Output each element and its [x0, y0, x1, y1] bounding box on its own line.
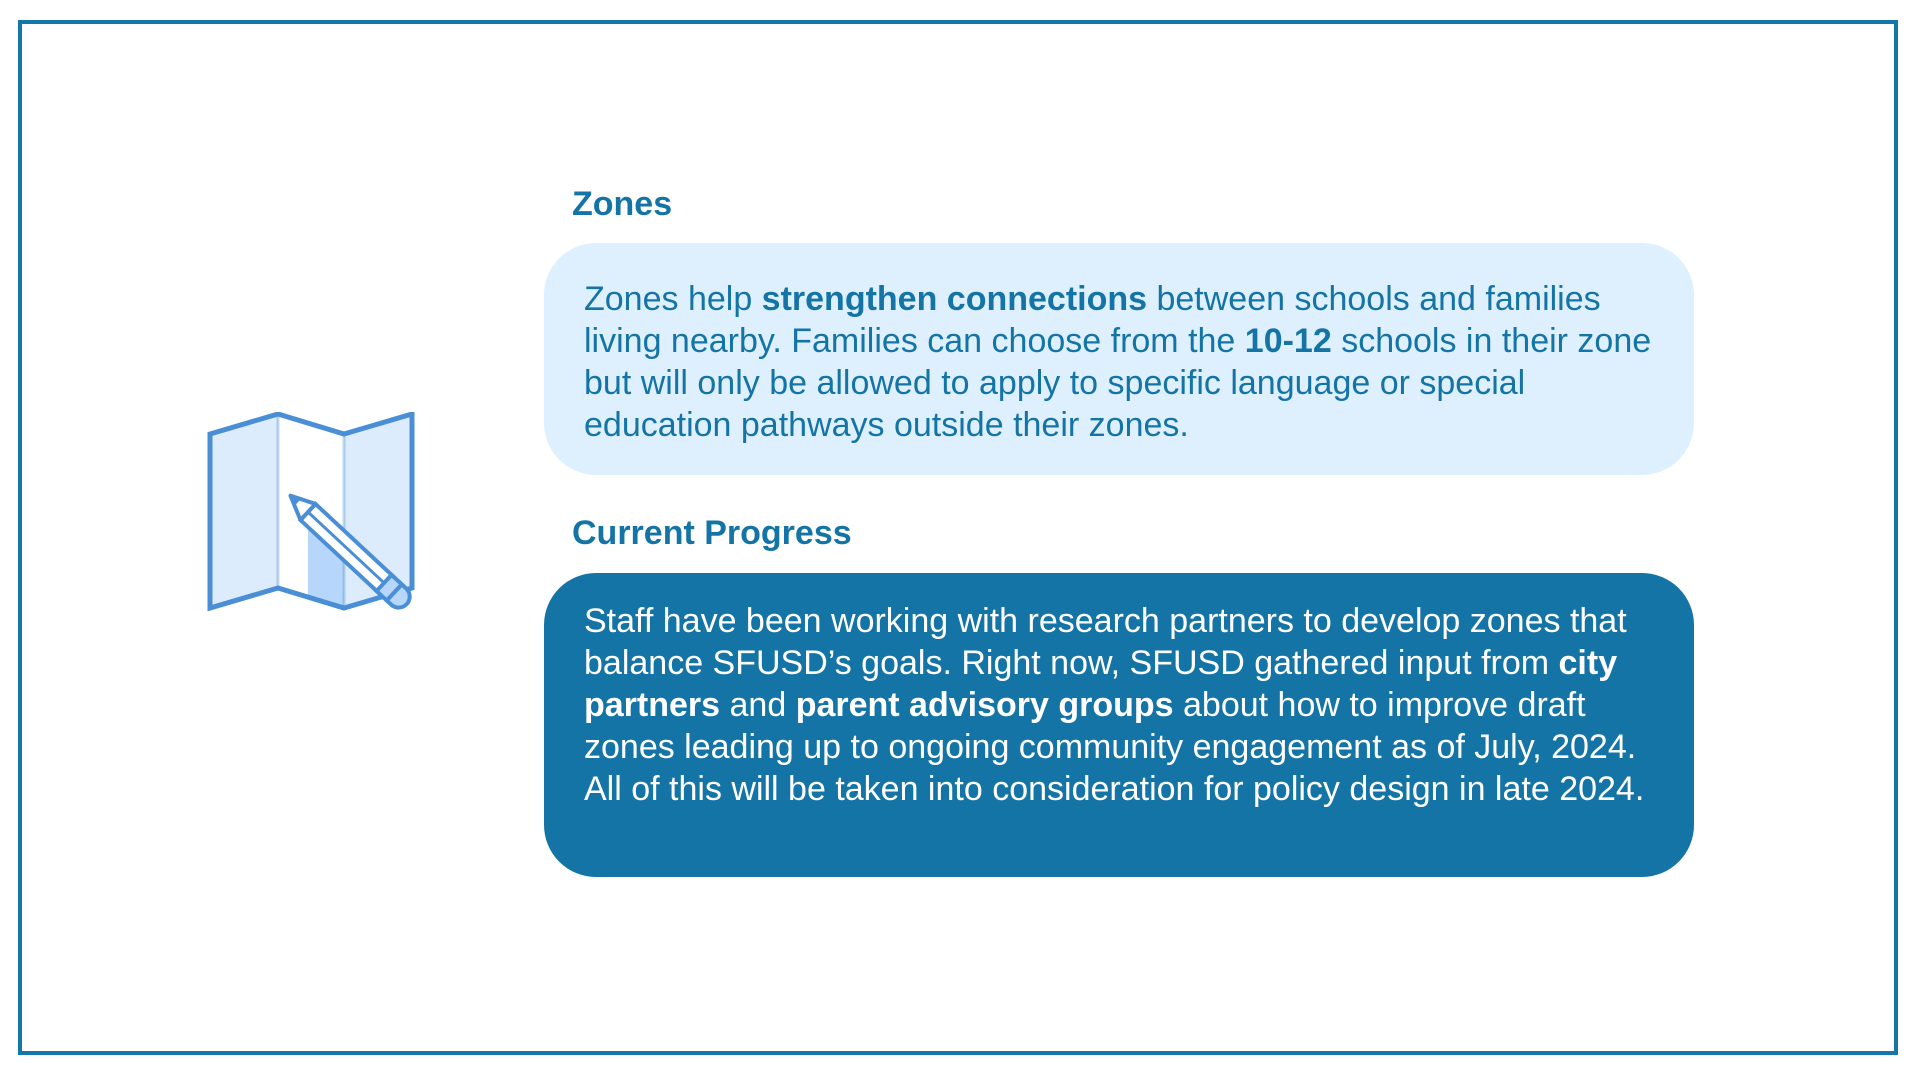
zones-text-2: between schools and families living near…	[584, 280, 1601, 360]
progress-text-3: about how to improve draft zones leading…	[584, 686, 1645, 808]
zones-heading: Zones	[572, 185, 673, 223]
zones-card: Zones help strengthen connections betwee…	[544, 243, 1694, 475]
current-progress-card: Staff have been working with research pa…	[544, 573, 1694, 877]
zones-text-1: Zones help	[584, 280, 762, 318]
progress-text-1: Staff have been working with research pa…	[584, 602, 1627, 682]
progress-description: Staff have been working with research pa…	[584, 600, 1654, 810]
map-with-pencil-icon	[207, 412, 415, 612]
current-progress-heading: Current Progress	[572, 514, 852, 552]
map-outline	[207, 412, 415, 612]
zones-text-3: schools in their zone but will only be a…	[584, 322, 1652, 444]
progress-emphasis-city-partners: city partners	[584, 644, 1618, 724]
pencil	[288, 493, 412, 610]
zones-emphasis-connections: strengthen connections	[761, 280, 1148, 318]
zones-description: Zones help strengthen connections betwee…	[584, 278, 1654, 446]
map-left-panel	[210, 414, 278, 608]
progress-emphasis-parent-groups: parent advisory groups	[795, 686, 1174, 724]
zones-emphasis-school-count: 10-12	[1244, 322, 1332, 360]
progress-text-2: and	[720, 686, 796, 724]
